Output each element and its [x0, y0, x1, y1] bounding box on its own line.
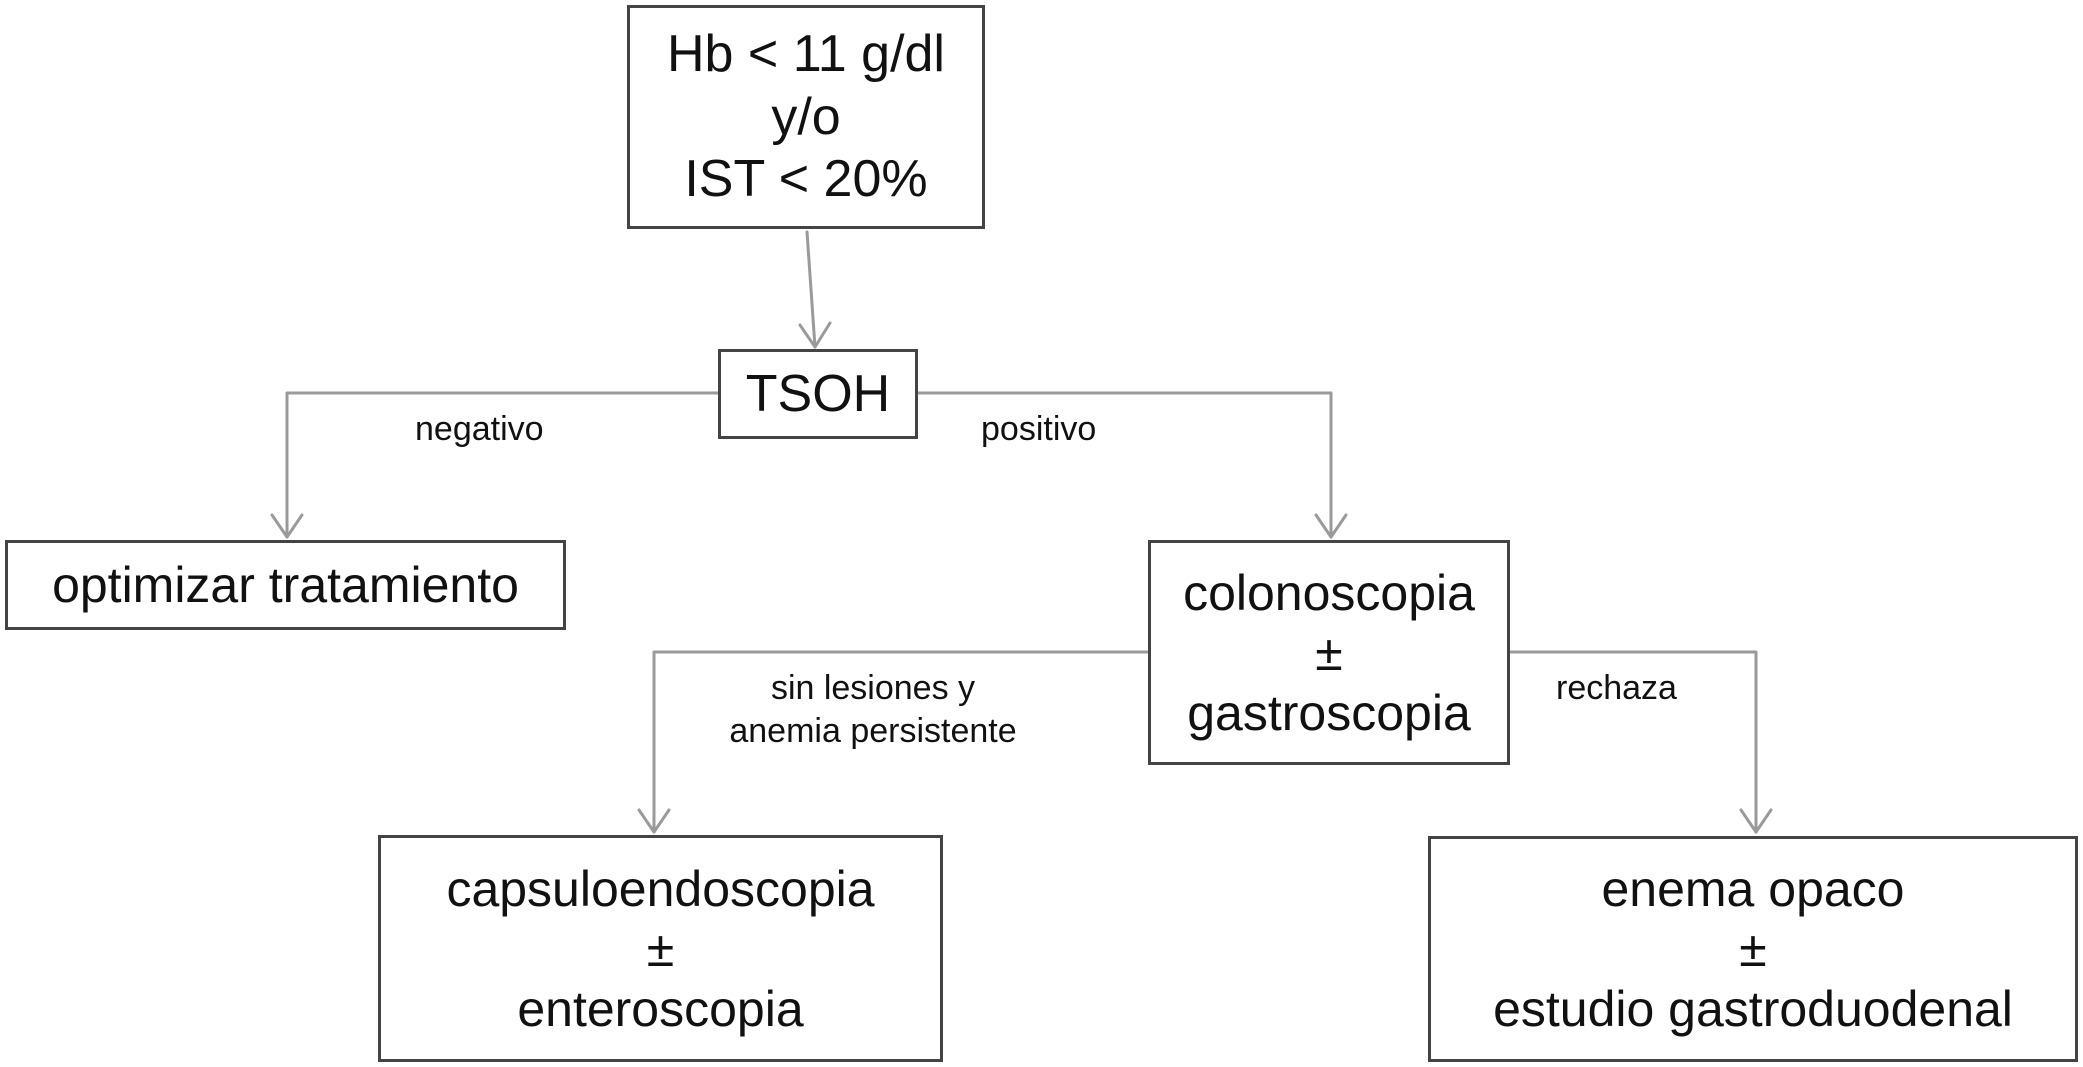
start-line-3: IST < 20% — [684, 150, 928, 209]
arrowhead-colonoscopia — [1314, 513, 1348, 539]
enema-line-2: ± — [1739, 921, 1767, 977]
start-line-2: y/o — [771, 87, 841, 146]
edge-label-negativo: negativo — [415, 408, 544, 451]
colonoscopia-box: colonoscopia ± gastroscopia — [1148, 540, 1510, 765]
capsulo-line-1: capsuloendoscopia — [446, 860, 875, 917]
enema-box: enema opaco ± estudio gastroduodenal — [1428, 836, 2078, 1062]
sin-lesiones-line-1: sin lesiones y — [770, 669, 976, 707]
colonoscopia-line-1: colonoscopia — [1183, 564, 1475, 621]
positivo-text: positivo — [981, 410, 1097, 448]
start-line-1: Hb < 11 g/dl — [666, 25, 945, 84]
arrowhead-capsulo — [637, 808, 671, 834]
connector-colonoscopia-to-enema — [1508, 650, 1758, 834]
sin-lesiones-line-2: anemia persistente — [729, 711, 1017, 750]
connector-tsoh-to-colonoscopia — [916, 391, 1333, 539]
edge-label-rechaza: rechaza — [1556, 667, 1677, 710]
capsulo-line-3: enteroscopia — [517, 980, 804, 1037]
start-condition-box: Hb < 11 g/dl y/o IST < 20% — [627, 5, 985, 229]
tsoh-label: TSOH — [745, 364, 891, 423]
edge-label-positivo: positivo — [981, 408, 1096, 451]
colonoscopia-line-2: ± — [1315, 624, 1343, 681]
optimizar-box: optimizar tratamiento — [5, 540, 566, 630]
tsoh-box: TSOH — [718, 349, 918, 439]
optimizar-label: optimizar tratamiento — [52, 557, 519, 613]
colonoscopia-line-3: gastroscopia — [1187, 684, 1471, 741]
arrowhead-optimizar — [270, 513, 304, 539]
edge-label-sin-lesiones: sin lesiones y anemia persistente — [688, 667, 1058, 752]
arrowhead-tsoh — [798, 321, 832, 349]
negativo-text: negativo — [415, 410, 544, 448]
connector-start-to-tsoh — [805, 230, 817, 349]
arrowhead-enema — [1739, 808, 1773, 834]
connector-colonoscopia-to-capsulo — [652, 650, 1150, 834]
capsulo-box: capsuloendoscopia ± enteroscopia — [378, 835, 943, 1062]
enema-line-1: enema opaco — [1601, 861, 1905, 917]
connector-tsoh-to-optimizar — [285, 391, 720, 539]
enema-line-3: estudio gastroduodenal — [1493, 981, 2013, 1037]
capsulo-line-2: ± — [646, 920, 675, 977]
rechaza-text: rechaza — [1556, 669, 1677, 707]
